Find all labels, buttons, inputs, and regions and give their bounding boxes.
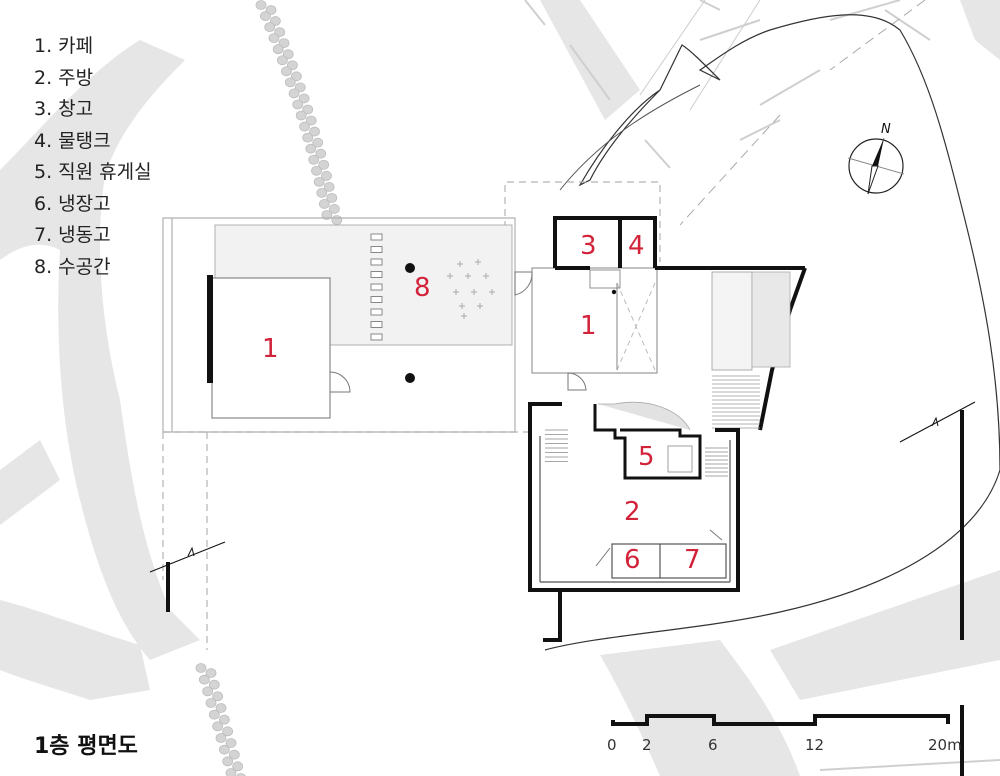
room-label-cafe-1: 1 (262, 334, 279, 364)
room-label-fridge: 6 (624, 545, 641, 575)
room-label-kitchen: 2 (624, 497, 641, 527)
terrace (162, 217, 516, 433)
site-boundary (544, 14, 1000, 651)
lower-building (528, 401, 740, 642)
legend-item-cafe: 1. 카페 (34, 35, 94, 57)
pebble-path (195, 0, 343, 776)
scale-tick-6: 6 (708, 736, 718, 754)
site-walls (166, 410, 964, 776)
stepping-stones (370, 233, 383, 341)
north-arrow-icon: N (847, 122, 905, 195)
plus-marks (447, 259, 495, 319)
legend-item-freezer: 7. 냉동고 (34, 224, 111, 246)
scale-bar: 0 2 6 12 20m (607, 714, 962, 754)
room-label-storage: 3 (580, 231, 597, 261)
scale-tick-2: 2 (642, 736, 652, 754)
road-markings (524, 0, 1000, 771)
room-label-water-tank: 4 (628, 231, 645, 261)
column (405, 373, 415, 383)
legend-item-water-tank: 4. 물탱크 (34, 129, 111, 152)
cafe-seating-area (211, 277, 331, 419)
room-label-cafe-2: 1 (580, 311, 597, 341)
column (405, 263, 415, 273)
north-label: N (881, 122, 891, 137)
legend-item-staff-room: 5. 직원 휴게실 (34, 161, 152, 183)
room-label-staff-room: 5 (638, 442, 655, 472)
room-legend: 1. 카페 2. 주방 3. 창고 4. 물탱크 5. 직원 휴게실 6. 냉장… (34, 34, 152, 286)
legend-item-water-space: 8. 수공간 (34, 255, 111, 278)
scale-tick-12: 12 (805, 736, 824, 754)
scale-tick-0: 0 (607, 736, 617, 754)
upper-building (514, 216, 807, 431)
room-label-freezer: 7 (684, 545, 701, 575)
legend-item-kitchen: 2. 주방 (34, 66, 94, 89)
legend-item-fridge: 6. 냉장고 (34, 192, 111, 215)
plan-title: 1층 평면도 (34, 734, 138, 759)
legend-item-storage: 3. 창고 (34, 98, 94, 120)
scale-tick-20m: 20m (928, 736, 962, 754)
room-label-water-space: 8 (414, 273, 431, 303)
